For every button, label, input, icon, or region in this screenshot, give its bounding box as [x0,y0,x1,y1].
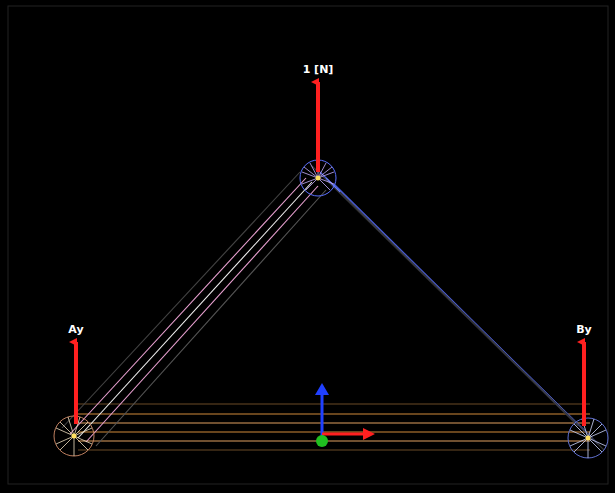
viewport-frame [8,6,608,484]
applied-force-arrow [316,82,320,172]
reaction-label: By [576,323,592,336]
reaction-arrow [582,342,586,426]
axis-triad [315,383,375,447]
force-label: 1 [N] [303,63,334,76]
reaction-label: Ay [68,323,83,336]
joint-right [568,418,608,458]
right-member [312,166,604,450]
reaction-arrow [74,342,78,424]
bottom-member [78,404,590,450]
left-member [62,172,326,446]
